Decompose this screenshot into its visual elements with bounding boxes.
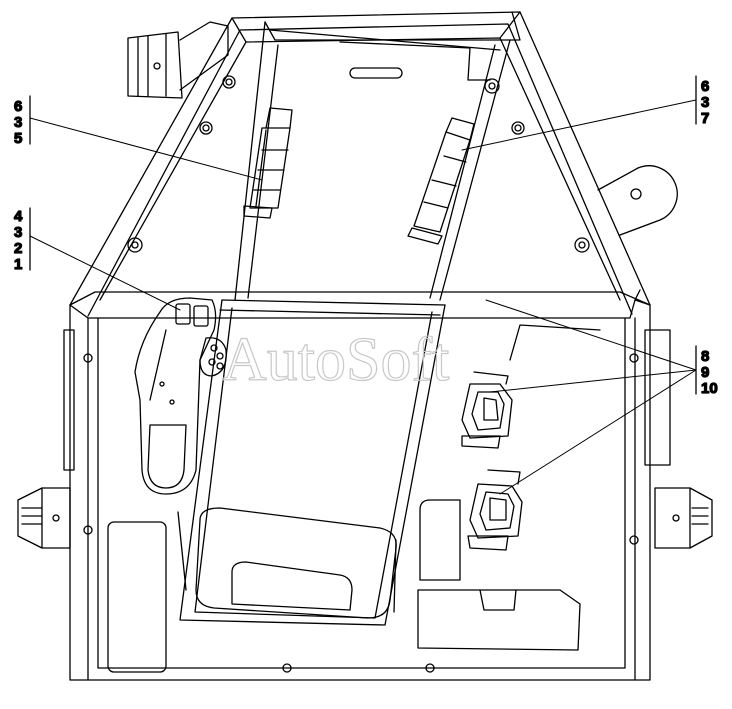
side-panels (63, 329, 671, 673)
callout-number: 3 (701, 94, 709, 111)
callout-number: 3 (14, 224, 22, 241)
left-upper-cylinder (243, 107, 293, 219)
callout-group-right-upper: 6 3 7 (695, 75, 710, 128)
right-upper-pedal (461, 371, 513, 449)
callout-number: 6 (701, 78, 709, 95)
callout-number: 10 (701, 380, 718, 397)
left-control-console (134, 297, 227, 495)
mounting-bolts (83, 75, 639, 673)
callout-number: 4 (14, 208, 23, 225)
callout-number: 2 (14, 240, 22, 257)
door-frame (179, 11, 521, 626)
operator-seat (177, 507, 397, 619)
roof-frame (69, 11, 651, 317)
right-floor-box (417, 499, 581, 651)
callout-number: 1 (14, 256, 22, 273)
right-upper-cylinder (407, 117, 475, 245)
left-side-lamp (17, 487, 71, 549)
callout-group-left-lower: 4 3 2 1 (13, 207, 31, 274)
callout-number: 5 (14, 130, 22, 147)
right-hinge-bracket (597, 165, 678, 301)
right-side-lamp (654, 487, 713, 549)
leader-lines (29, 99, 697, 495)
top-left-lamp (127, 21, 229, 99)
callout-group-left-upper: 6 3 5 (13, 95, 31, 148)
callout-number: 9 (701, 364, 709, 381)
callout-number: 6 (14, 98, 22, 115)
callout-number: 3 (14, 114, 22, 131)
watermark-text: AutoSoft (222, 326, 449, 394)
cab-body (69, 291, 651, 681)
callout-number: 7 (701, 110, 709, 127)
callout-number: 8 (701, 348, 709, 365)
callout-group-right-lower: 8 9 10 (695, 345, 718, 398)
